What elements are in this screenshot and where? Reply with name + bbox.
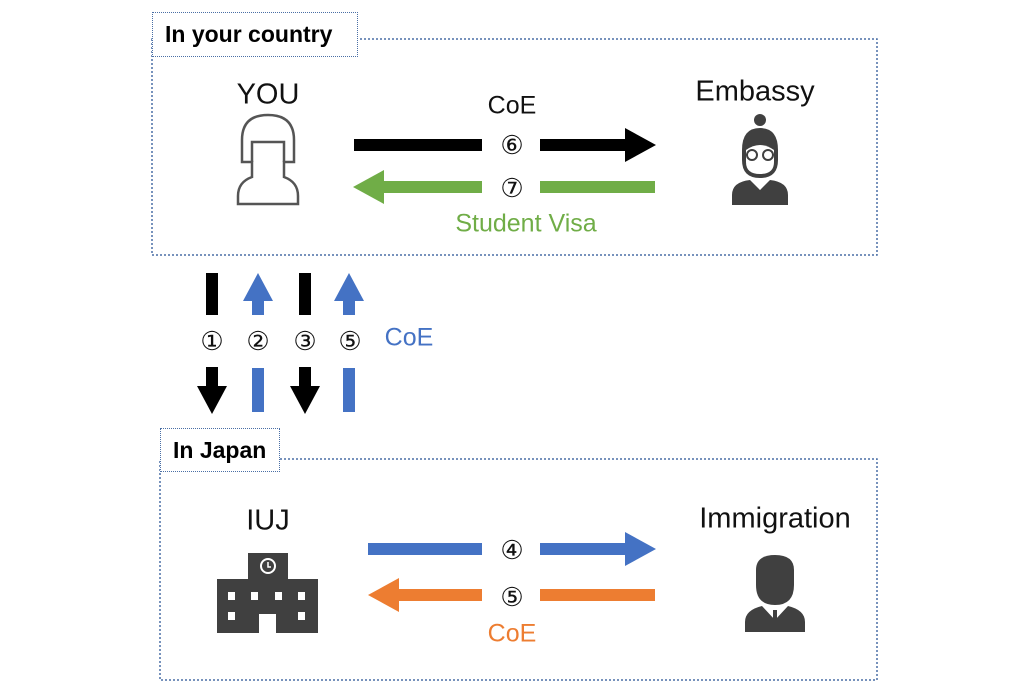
actor-immigration-label: Immigration xyxy=(699,502,851,535)
step2-number: ② xyxy=(246,326,270,356)
step6-number: ⑥ xyxy=(500,130,524,160)
arrow-step5-up xyxy=(334,273,364,412)
immigration-officer-icon xyxy=(745,555,805,632)
step4-number: ④ xyxy=(500,535,524,565)
actor-embassy-label: Embassy xyxy=(695,75,815,108)
step5-number: ⑤ xyxy=(500,582,524,612)
student-person-icon xyxy=(236,113,300,206)
embassy-officer-icon xyxy=(732,114,788,205)
step5-vertical-number: ⑤ xyxy=(338,326,362,356)
actor-iuj-label: IUJ xyxy=(246,504,290,537)
arrow-step5-coe-to-iuj xyxy=(368,578,655,612)
step1-number: ① xyxy=(200,326,224,356)
step7-document-label: Student Visa xyxy=(455,209,597,238)
country-region-box xyxy=(151,38,878,256)
arrow-step7-visa-to-you xyxy=(353,170,655,204)
arrow-step2-up xyxy=(243,273,273,412)
arrow-step1-down xyxy=(197,273,227,414)
country-region-label: In your country xyxy=(152,12,358,57)
japan-region-box xyxy=(159,458,878,681)
arrow-step4-to-immigration xyxy=(368,532,656,566)
step5-document-label: CoE xyxy=(487,619,537,648)
step7-number: ⑦ xyxy=(500,173,524,203)
actor-you-label: YOU xyxy=(236,78,300,111)
arrow-step6-coe-to-embassy xyxy=(354,128,656,162)
arrow-step3-down xyxy=(290,273,320,414)
japan-region-label: In Japan xyxy=(160,428,280,472)
step3-number: ③ xyxy=(293,326,317,356)
step6-document-label: CoE xyxy=(487,91,537,120)
vertical-coe-label: CoE xyxy=(384,323,434,352)
iuj-building-icon xyxy=(217,553,318,633)
